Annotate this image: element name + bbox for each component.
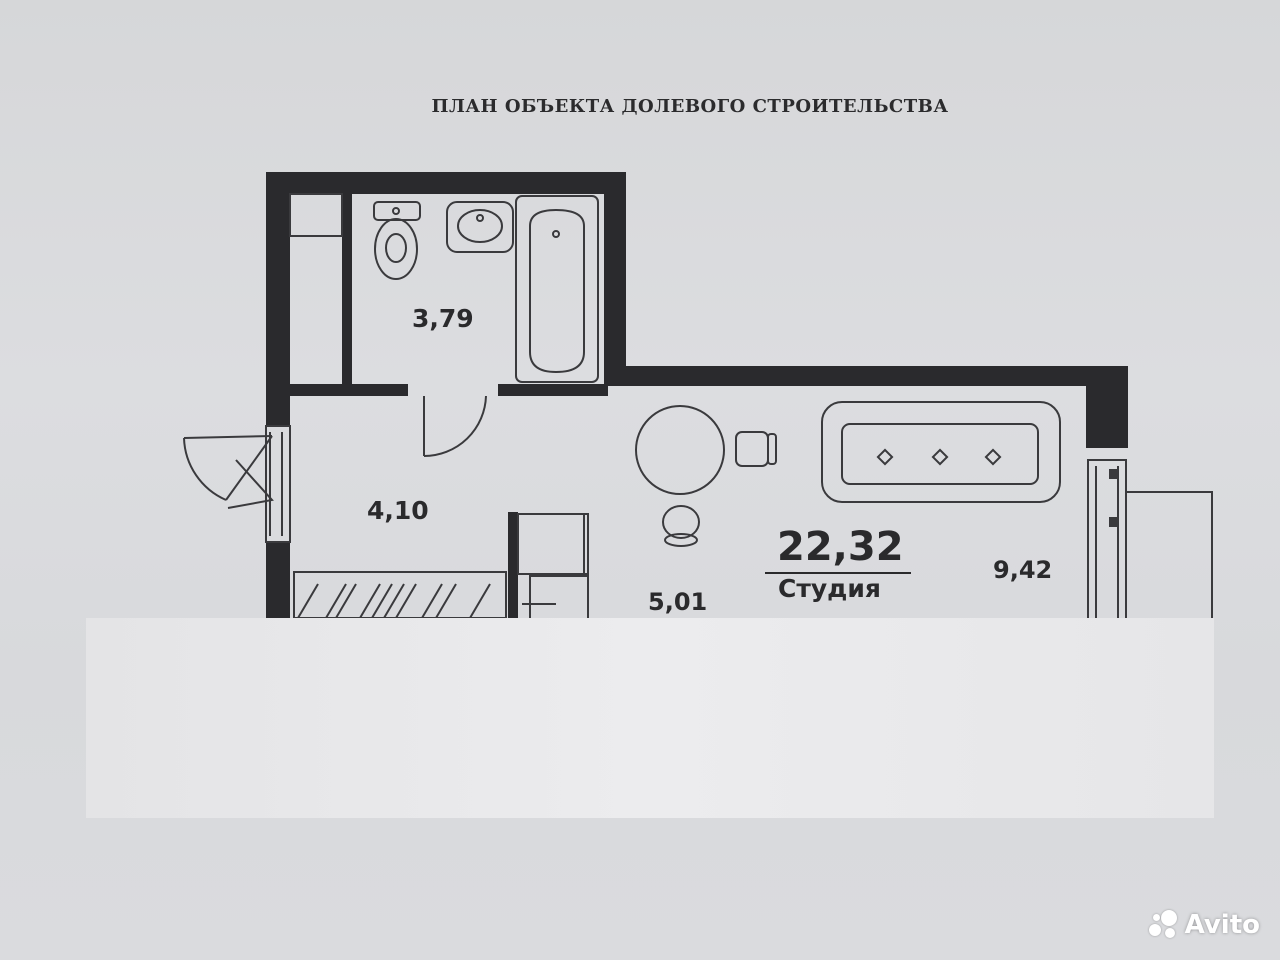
redacted-area bbox=[86, 618, 1214, 818]
bathtub-icon bbox=[515, 195, 599, 383]
toilet-icon bbox=[373, 201, 421, 280]
entrance-door-icon bbox=[183, 425, 291, 543]
balcony-window bbox=[1087, 459, 1213, 629]
sink-icon bbox=[446, 201, 514, 253]
page-title: ПЛАН ОБЪЕКТА ДОЛЕВОГО СТРОИТЕЛЬСТВА bbox=[431, 96, 949, 117]
wall-bath-partition bbox=[342, 194, 352, 390]
wall-left-upper bbox=[266, 172, 290, 426]
bath-door-icon bbox=[423, 395, 487, 457]
walls bbox=[266, 172, 1128, 620]
chair-icon bbox=[662, 431, 777, 547]
sofa-icon bbox=[821, 401, 1061, 503]
bathroom-area-label: 3,79 bbox=[412, 304, 474, 333]
wardrobe-shelf bbox=[293, 571, 507, 619]
wall-studio-right bbox=[1086, 366, 1128, 448]
studio-divider bbox=[765, 572, 911, 574]
wall-studio-top bbox=[604, 366, 1128, 386]
wall-bath-bottom-left bbox=[290, 384, 408, 396]
avito-logo-icon bbox=[1148, 910, 1179, 940]
wall-bath-bottom-right bbox=[498, 384, 608, 396]
table-icon bbox=[635, 405, 725, 495]
wall-bath-top bbox=[266, 172, 626, 194]
wall-wardrobe bbox=[508, 512, 518, 620]
total-area-label: 22,32 bbox=[777, 524, 904, 570]
wardrobe-area-label: 5,01 bbox=[648, 588, 708, 616]
wall-left-lower bbox=[266, 542, 290, 620]
wall-bath-right bbox=[604, 172, 626, 386]
loggia-area-label: 9,42 bbox=[993, 556, 1053, 584]
fridge-icon bbox=[517, 513, 589, 621]
avito-watermark: Avito bbox=[1148, 910, 1260, 940]
hallway-area-label: 4,10 bbox=[367, 496, 429, 525]
apartment-type-label: Студия bbox=[778, 574, 881, 603]
avito-logo-text: Avito bbox=[1184, 910, 1260, 940]
shaft-niche bbox=[289, 193, 343, 237]
fixtures bbox=[183, 193, 1213, 629]
